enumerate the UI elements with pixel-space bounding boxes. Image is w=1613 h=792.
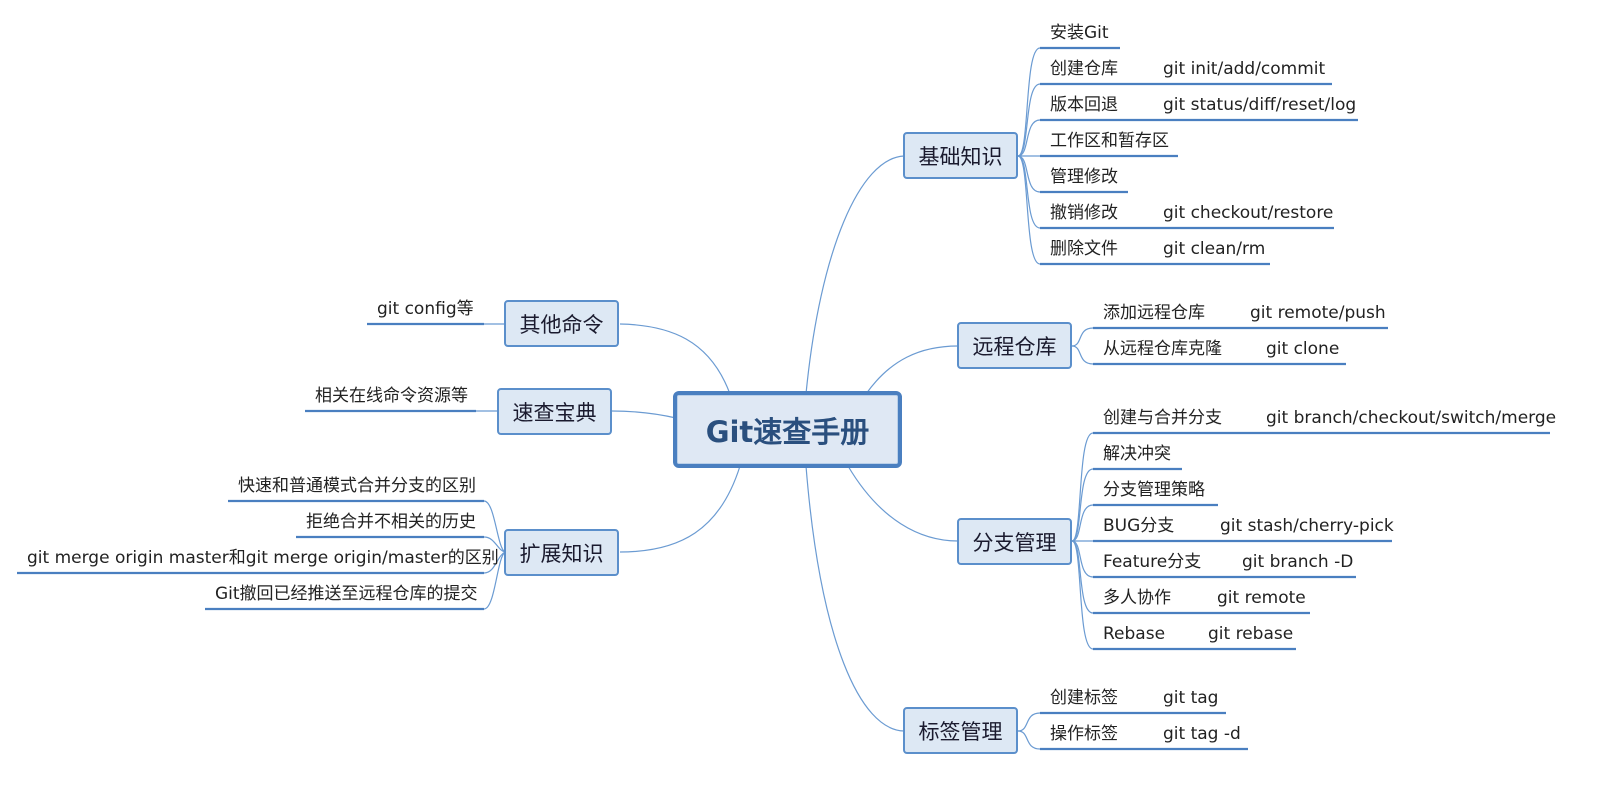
jichu-cmd-6[interactable]: git clean/rm: [1163, 239, 1266, 259]
fenzhi-cmd-3[interactable]: git stash/cherry-pick: [1220, 516, 1394, 536]
yuancheng-cmd-1[interactable]: git clone: [1266, 339, 1340, 359]
leaf-qita-0[interactable]: git config等: [377, 299, 474, 319]
branch-kuozhan[interactable]: 扩展知识: [504, 529, 619, 576]
connector-root-biaoqian: [805, 465, 905, 732]
fenzhi-label-6[interactable]: Rebase: [1103, 624, 1166, 644]
leaf-kuozhan-0[interactable]: 快速和普通模式合并分支的区别: [238, 476, 476, 496]
jichu-cmd-1[interactable]: git init/add/commit: [1163, 59, 1326, 79]
fenzhi-label-2[interactable]: 分支管理策略: [1103, 480, 1205, 500]
branch-qita[interactable]: 其他命令: [504, 300, 619, 347]
jichu-label-5[interactable]: 撤销修改: [1050, 203, 1118, 223]
yuancheng-label-0[interactable]: 添加远程仓库: [1103, 303, 1205, 323]
yuancheng-label-1[interactable]: 从远程仓库克隆: [1103, 339, 1222, 359]
root-label: Git速查手册: [705, 414, 870, 449]
yuancheng-cmd-0[interactable]: git remote/push: [1250, 303, 1386, 323]
fenzhi-label-0[interactable]: 创建与合并分支: [1103, 408, 1222, 428]
leaf-kuozhan-1[interactable]: 拒绝合并不相关的历史: [306, 512, 476, 532]
jichu-label-0[interactable]: 安装Git: [1050, 23, 1109, 43]
fenzhi-cmd-6[interactable]: git rebase: [1208, 624, 1294, 644]
jichu-label-3[interactable]: 工作区和暂存区: [1050, 131, 1169, 151]
branch-yuancheng-label: 远程仓库: [972, 334, 1057, 359]
branch-suchao[interactable]: 速查宝典: [497, 388, 612, 435]
branch-kuozhan-label: 扩展知识: [519, 541, 604, 566]
jichu-label-1[interactable]: 创建仓库: [1050, 59, 1118, 79]
jichu-cmd-2[interactable]: git status/diff/reset/log: [1163, 95, 1357, 115]
fenzhi-label-5[interactable]: 多人协作: [1103, 588, 1171, 608]
jichu-label-6[interactable]: 删除文件: [1050, 239, 1118, 259]
branch-biaoqian-label: 标签管理: [918, 719, 1003, 744]
jichu-label-2[interactable]: 版本回退: [1050, 95, 1118, 115]
fenzhi-cmd-4[interactable]: git branch -D: [1242, 552, 1354, 572]
branch-jichu-label: 基础知识: [918, 144, 1003, 169]
connector-root-fenzhi: [847, 465, 959, 542]
jichu-label-4[interactable]: 管理修改: [1050, 167, 1118, 187]
branch-suchao-label: 速查宝典: [512, 400, 597, 425]
leaf-kuozhan-2[interactable]: git merge origin master和git merge origin…: [27, 548, 499, 568]
connector-root-suchao: [611, 410, 677, 419]
connector-root-jichu: [805, 155, 905, 395]
biaoqian-cmd-0[interactable]: git tag: [1163, 688, 1219, 708]
branch-qita-label: 其他命令: [519, 312, 604, 337]
connector-root-yuancheng: [865, 345, 959, 395]
biaoqian-label-0[interactable]: 创建标签: [1050, 688, 1118, 708]
connector-root-kuozhan: [619, 465, 741, 553]
biaoqian-label-1[interactable]: 操作标签: [1050, 724, 1118, 744]
fenzhi-label-3[interactable]: BUG分支: [1103, 516, 1175, 536]
leaf-suchao-0[interactable]: 相关在线命令资源等: [315, 386, 468, 406]
branch-yuancheng[interactable]: 远程仓库: [957, 322, 1072, 369]
leaf-kuozhan-3[interactable]: Git撤回已经推送至远程仓库的提交: [215, 584, 478, 604]
biaoqian-cmd-1[interactable]: git tag -d: [1163, 724, 1241, 744]
connector-root-qita: [619, 323, 731, 395]
fenzhi-cmd-0[interactable]: git branch/checkout/switch/merge: [1266, 408, 1557, 428]
root-node[interactable]: Git速查手册: [673, 391, 902, 468]
branch-fenzhi-label: 分支管理: [972, 530, 1057, 555]
fenzhi-label-1[interactable]: 解决冲突: [1103, 444, 1171, 464]
branch-jichu[interactable]: 基础知识: [903, 132, 1018, 179]
fenzhi-cmd-5[interactable]: git remote: [1217, 588, 1306, 608]
branch-fenzhi[interactable]: 分支管理: [957, 518, 1072, 565]
branch-biaoqian[interactable]: 标签管理: [903, 707, 1018, 754]
jichu-cmd-5[interactable]: git checkout/restore: [1163, 203, 1334, 223]
fenzhi-label-4[interactable]: Feature分支: [1103, 552, 1202, 572]
